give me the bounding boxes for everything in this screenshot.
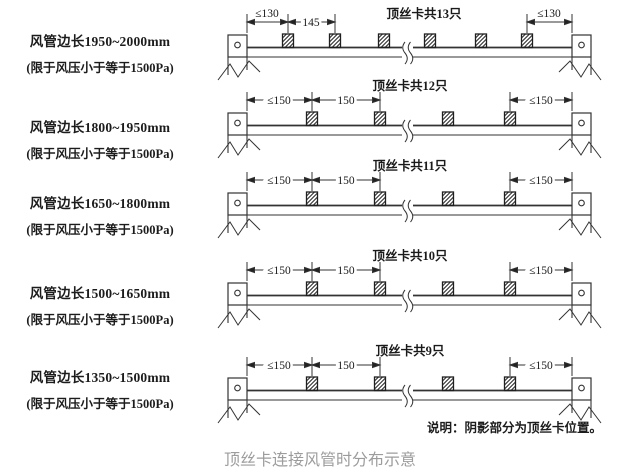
clamp-squares xyxy=(305,281,517,297)
legend-note: 说明：阴影部分为顶丝卡位置。 xyxy=(427,421,603,435)
dim-right-end: ≤150 xyxy=(529,175,553,187)
pressure-limit-label: (限于风压小于等于1500Pa) xyxy=(26,313,174,327)
row-3-side-label: 风管边长1650~1800mm (限于风压小于等于1500Pa) xyxy=(4,192,196,238)
dim-spacing: 150 xyxy=(337,175,355,187)
duct-size-label: 风管边长1800~1950mm xyxy=(29,120,171,135)
row-3-drawing: ≤150 150 ≤150 顶丝卡共11只 xyxy=(217,158,602,239)
duct-size-label: 风管边长1500~1650mm xyxy=(29,286,171,301)
duct-size-label: 风管边长1650~1800mm xyxy=(29,196,171,211)
dim-spacing: 150 xyxy=(337,265,355,277)
clamp-count-label: 顶丝卡共13只 xyxy=(386,6,462,21)
dim-right-end: ≤130 xyxy=(537,8,561,20)
duct-bar xyxy=(246,199,573,223)
pressure-limit-label: (限于风压小于等于1500Pa) xyxy=(26,61,174,75)
dimension-lines xyxy=(246,356,573,377)
clamp-count-label: 顶丝卡共11只 xyxy=(373,158,448,173)
dimension-lines xyxy=(246,13,573,34)
dim-spacing: 150 xyxy=(337,360,355,372)
dim-spacing: 145 xyxy=(302,17,320,29)
duct-bar xyxy=(246,289,573,313)
pressure-limit-label: (限于风压小于等于1500Pa) xyxy=(26,147,174,161)
dim-right-end: ≤150 xyxy=(529,95,553,107)
dim-left-end: ≤150 xyxy=(267,360,291,372)
dim-right-end: ≤150 xyxy=(529,265,553,277)
clamp-squares xyxy=(305,111,517,127)
row-2-side-label: 风管边长1800~1950mm (限于风压小于等于1500Pa) xyxy=(4,116,196,162)
clamp-count-label: 顶丝卡共9只 xyxy=(376,343,445,358)
clamp-count-label: 顶丝卡共12只 xyxy=(372,78,448,93)
dimension-lines xyxy=(246,91,573,112)
figure-caption: 顶丝卡连接风管时分布示意 xyxy=(224,452,417,469)
dimension-lines xyxy=(246,171,573,192)
row-5-side-label: 风管边长1350~1500mm (限于风压小于等于1500Pa) xyxy=(4,366,196,412)
row-1-side-label: 风管边长1950~2000mm (限于风压小于等于1500Pa) xyxy=(4,30,196,76)
pressure-limit-label: (限于风压小于等于1500Pa) xyxy=(26,223,174,237)
row-2-drawing: ≤150 150 ≤150 顶丝卡共12只 xyxy=(217,78,602,159)
clamp-squares xyxy=(305,376,517,392)
dim-right-end: ≤150 xyxy=(529,360,553,372)
dim-left-end: ≤130 xyxy=(255,8,279,20)
dimension-lines xyxy=(246,261,573,282)
duct-bar xyxy=(246,384,573,408)
row-1-drawing: ≤130 145 ≤130 顶丝卡共13只 xyxy=(217,6,602,81)
clamp-squares xyxy=(281,33,534,49)
row-4-side-label: 风管边长1500~1650mm (限于风压小于等于1500Pa) xyxy=(4,282,196,328)
clamp-squares xyxy=(305,191,517,207)
duct-bar xyxy=(246,119,573,143)
dim-left-end: ≤150 xyxy=(267,175,291,187)
dim-left-end: ≤150 xyxy=(267,95,291,107)
duct-size-label: 风管边长1950~2000mm xyxy=(29,34,171,49)
dim-spacing: 150 xyxy=(337,95,355,107)
row-4-drawing: ≤150 150 ≤150 顶丝卡共10只 xyxy=(217,248,602,329)
dim-left-end: ≤150 xyxy=(267,265,291,277)
pressure-limit-label: (限于风压小于等于1500Pa) xyxy=(26,397,174,411)
duct-size-label: 风管边长1350~1500mm xyxy=(29,370,171,385)
row-5-drawing: ≤150 150 ≤150 顶丝卡共9只 xyxy=(217,343,602,424)
clamp-count-label: 顶丝卡共10只 xyxy=(372,248,448,263)
